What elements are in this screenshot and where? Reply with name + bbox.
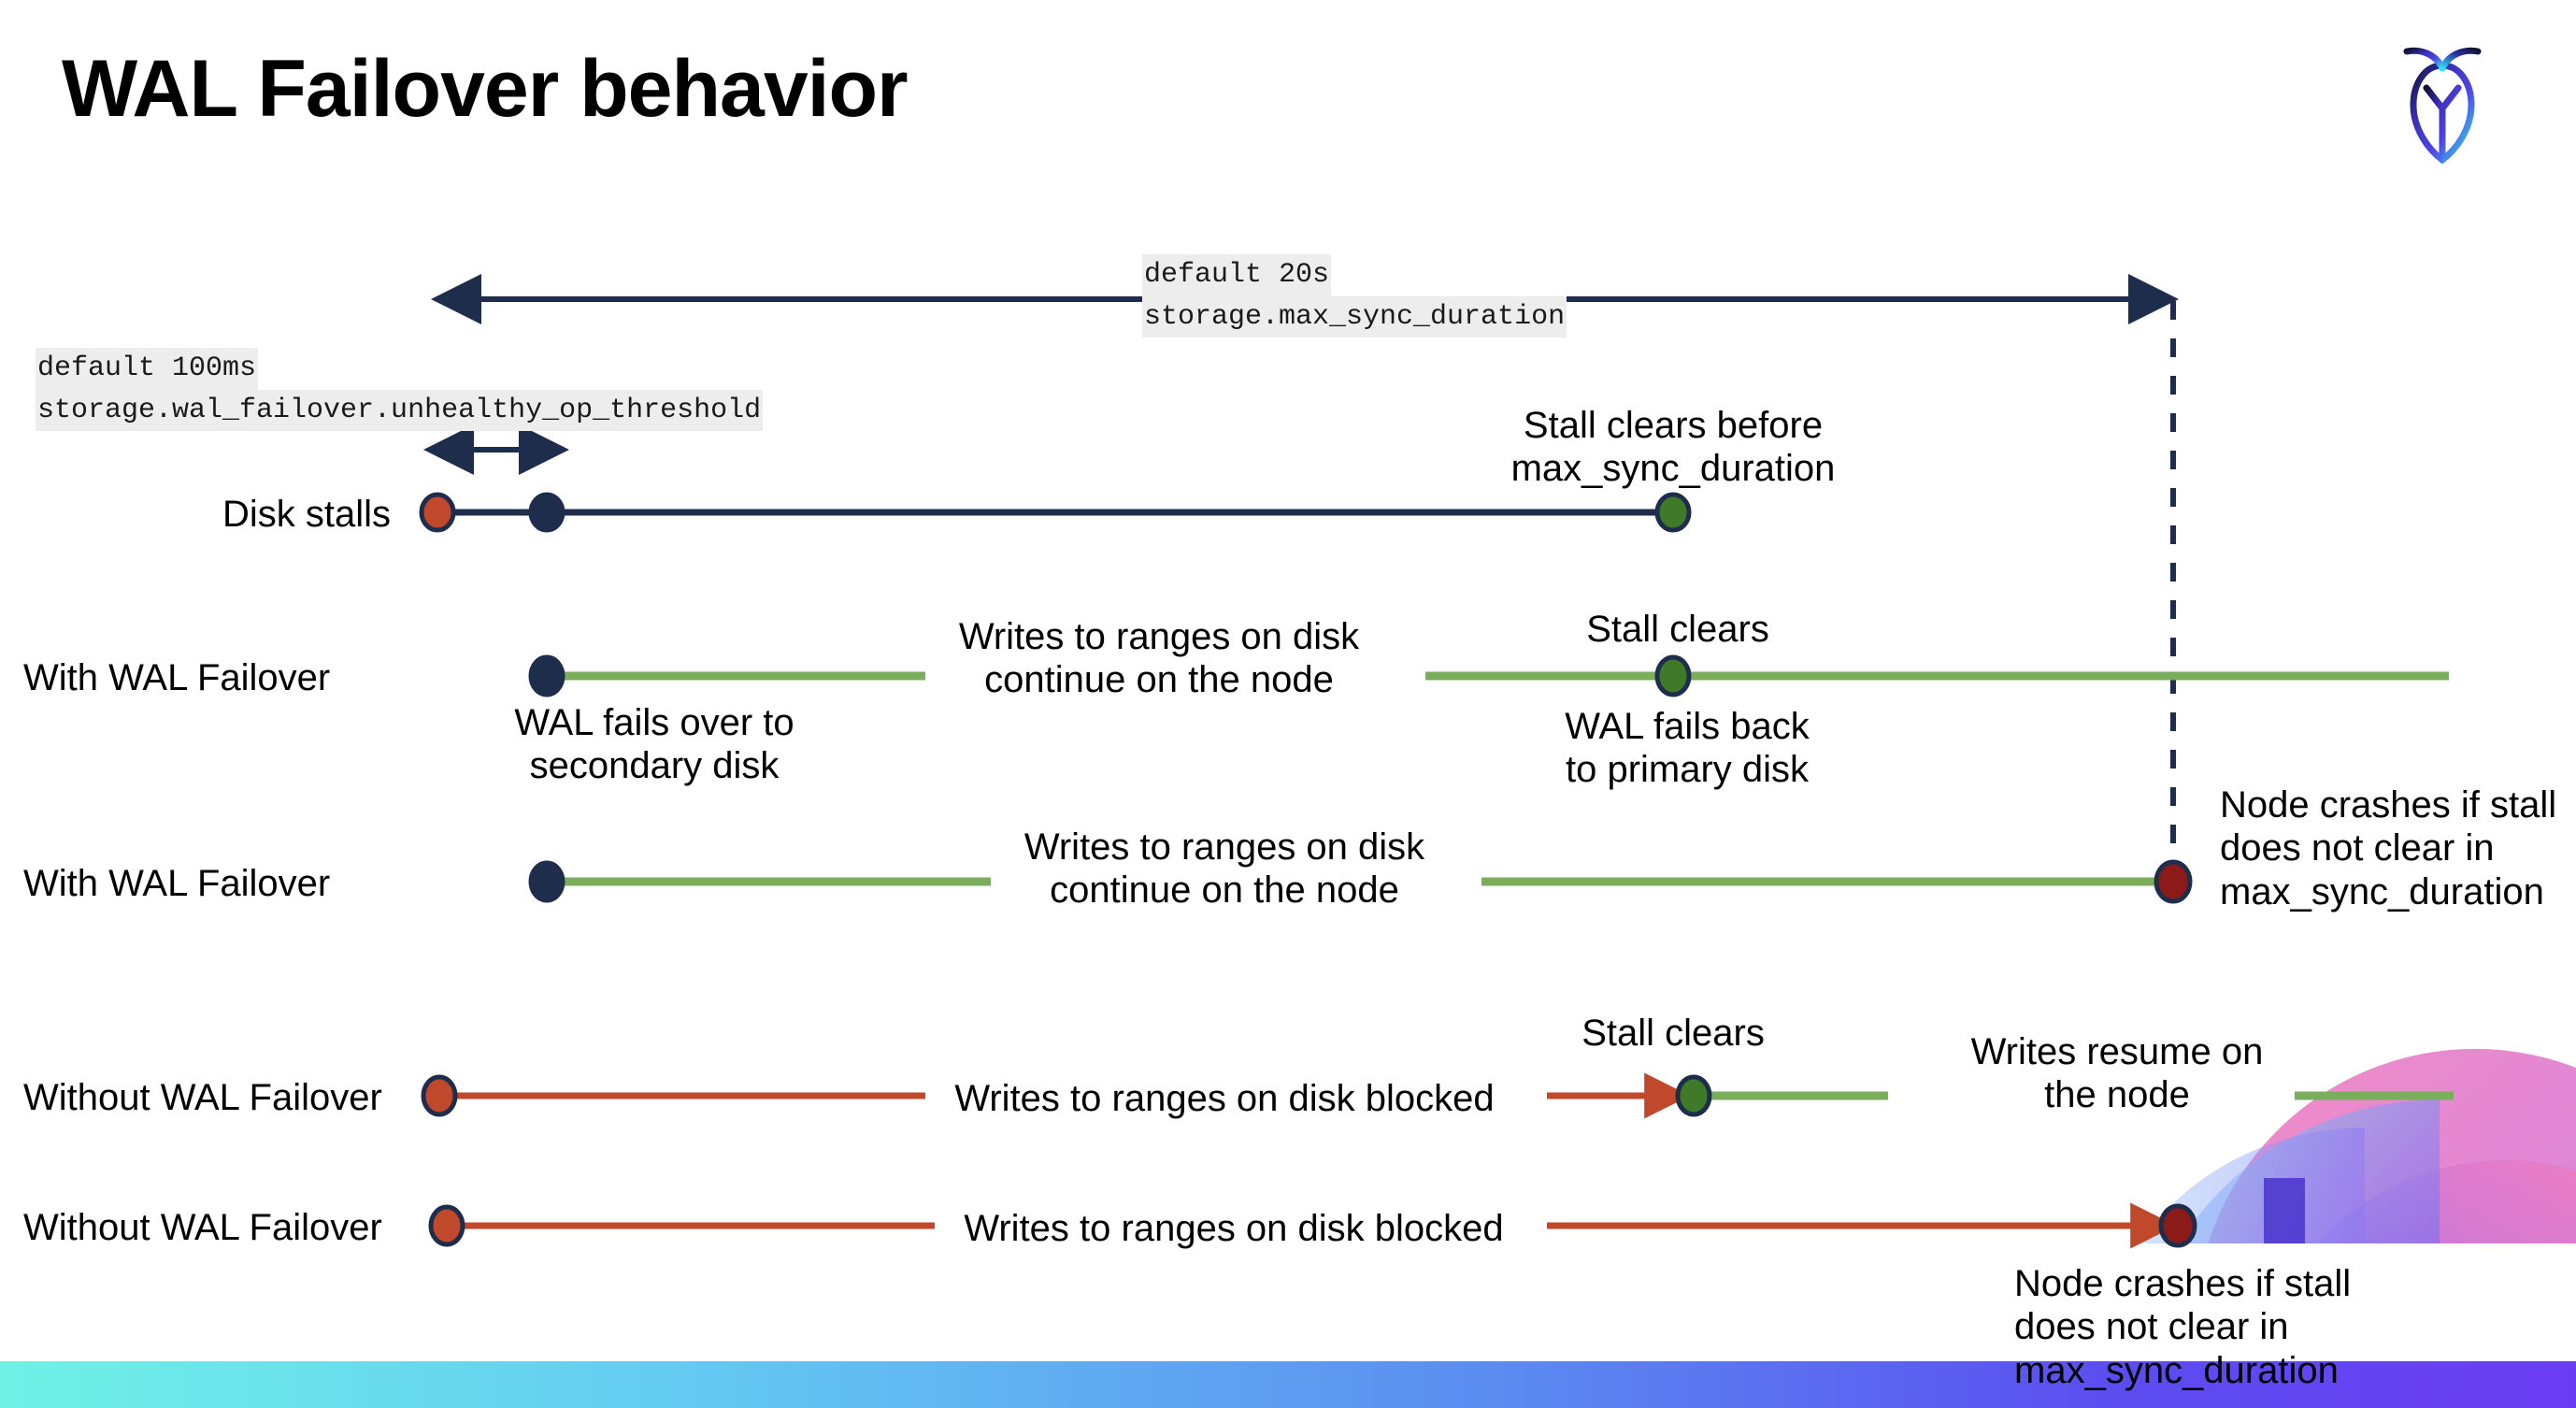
row-label-without-wal-failover-2: Without WAL Failover (23, 1207, 382, 1248)
row-label-disk-stalls: Disk stalls (222, 494, 392, 535)
annotation-writes-blocked-1: Writes to ranges on disk blocked (954, 1078, 1495, 1119)
bottom-gradient-bar (0, 1361, 2576, 1408)
annotation-stall-clears-before: Stall clears before max_sync_duration (1510, 405, 1836, 490)
marker-node-crash-2 (2158, 1203, 2197, 1248)
marker-failover-start-3 (528, 860, 565, 903)
marker-stall-clear-green-3 (1675, 1074, 1712, 1117)
callout-default-20s: default 20s (1142, 254, 1332, 296)
callout-max-sync-duration: default 20s storage.max_sync_duration (1142, 254, 1567, 338)
callout-default-100ms: default 100ms (36, 348, 259, 390)
row-with-failover-crashes-track (528, 859, 2193, 904)
annotation-stall-clears-1: Stall clears (1586, 609, 1769, 650)
row-label-with-wal-failover-2: With WAL Failover (23, 863, 331, 904)
annotation-stall-clears-2: Stall clears (1581, 1013, 1765, 1054)
annotation-node-crashes-2: Node crashes if stall does not clear in … (2014, 1263, 2352, 1391)
marker-node-crash-1 (2154, 859, 2193, 904)
marker-failover-start-2 (528, 654, 565, 697)
row-label-without-wal-failover-1: Without WAL Failover (23, 1077, 382, 1118)
annotation-writes-continue-1: Writes to ranges on disk continue on the… (958, 616, 1360, 701)
marker-stall-start-4 (421, 1074, 458, 1117)
callout-setting-unhealthy-op: storage.wal_failover.unhealthy_op_thresh… (36, 389, 764, 432)
annotation-wal-fails-over: WAL fails over to secondary disk (514, 702, 794, 787)
marker-stall-start-5 (428, 1204, 465, 1247)
annotation-writes-resume: Writes resume on the node (1970, 1031, 2264, 1116)
page-title: WAL Failover behavior (62, 44, 909, 134)
marker-stall-clear-green (1654, 492, 1692, 533)
row-without-failover-crashes-track (428, 1202, 2197, 1249)
cockroachdb-logo-icon (2372, 26, 2512, 176)
annotation-wal-fails-back: WAL fails back to primary disk (1565, 706, 1810, 791)
row-without-failover-recovers-track (421, 1072, 2454, 1119)
annotation-writes-blocked-2: Writes to ranges on disk blocked (964, 1208, 1504, 1249)
row-label-with-wal-failover-1: With WAL Failover (23, 657, 331, 698)
callout-setting-max-sync: storage.max_sync_duration (1142, 295, 1567, 338)
row-with-failover-recovers-track (528, 654, 2449, 697)
marker-stall-start (419, 492, 456, 533)
annotation-writes-continue-2: Writes to ranges on disk continue on the… (1023, 826, 1425, 912)
callout-unhealthy-op-threshold: default 100ms storage.wal_failover.unhea… (36, 348, 764, 432)
marker-stall-clear-green-2 (1654, 654, 1692, 697)
annotation-node-crashes-1: Node crashes if stall does not clear in … (2220, 784, 2557, 912)
marker-failover-trigger (528, 492, 565, 533)
row-disk-stalls-track (419, 492, 1692, 533)
